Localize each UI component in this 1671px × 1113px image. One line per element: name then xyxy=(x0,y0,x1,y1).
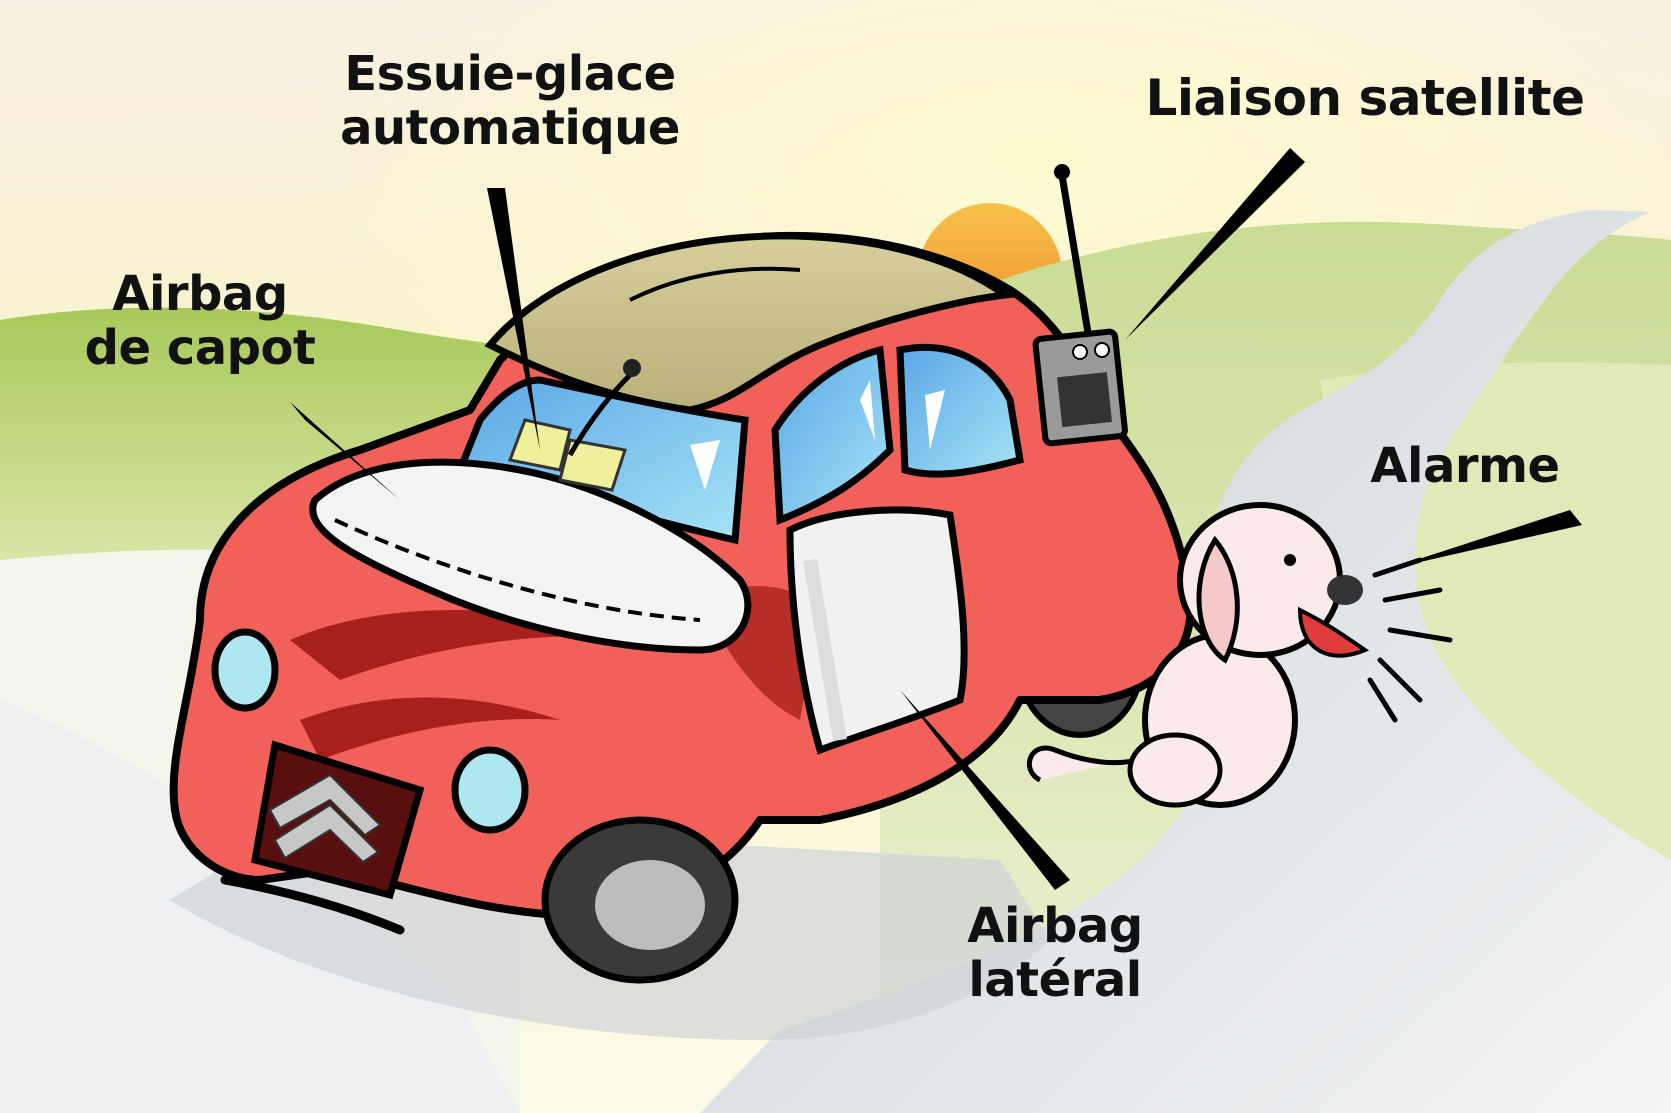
label-side-airbag-line2: latéral xyxy=(968,951,1142,1008)
chevron-logo xyxy=(268,773,382,864)
label-satellite-line1: Liaison satellite xyxy=(1145,69,1585,127)
wiper-sponges xyxy=(507,359,641,492)
pointer-alarm xyxy=(1385,510,1582,570)
hood-airbag-pillow xyxy=(309,458,752,654)
label-wiper: Essuie-glace automatique xyxy=(300,46,720,156)
label-side-airbag-line1: Airbag xyxy=(967,898,1143,954)
pointer-wiper xyxy=(487,188,540,450)
road xyxy=(700,210,1671,1113)
label-hood-airbag-line2: de capot xyxy=(84,319,316,376)
satellite-radio xyxy=(1032,164,1128,447)
dog xyxy=(1026,502,1370,808)
pointer-satellite xyxy=(1125,148,1305,340)
front-hubcap xyxy=(595,860,705,950)
label-wiper-line2: automatique xyxy=(340,99,680,156)
side-window-front xyxy=(771,345,894,526)
label-satellite: Liaison satellite xyxy=(1115,70,1615,126)
label-alarm-line1: Alarme xyxy=(1370,438,1560,494)
label-side-airbag: Airbag latéral xyxy=(925,898,1185,1008)
headlight-left xyxy=(211,628,279,712)
pointer-side-airbag xyxy=(900,690,1070,890)
label-hood-airbag-line1: Airbag xyxy=(112,266,288,322)
label-alarm: Alarme xyxy=(1345,438,1585,494)
pointer-hood-airbag xyxy=(290,402,400,500)
headlight-right xyxy=(451,746,529,834)
label-hood-airbag: Airbag de capot xyxy=(55,266,345,376)
label-wiper-line1: Essuie-glace xyxy=(344,46,676,102)
